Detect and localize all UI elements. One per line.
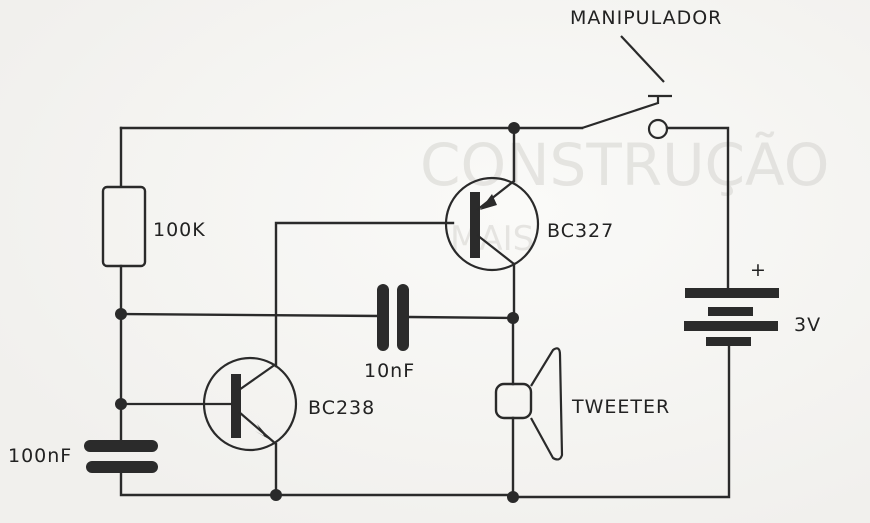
- junction-dot: [270, 489, 282, 501]
- tweeter-speaker[interactable]: [494, 316, 564, 497]
- junction-dot: [508, 122, 520, 134]
- background-bleed-text: CONSTRUÇÃO MAIS: [420, 130, 829, 259]
- capacitor-10nf-label: 10nF: [364, 360, 415, 382]
- pnp-arrow-icon: [480, 194, 497, 210]
- feedback-wire: [274, 221, 455, 368]
- wire-to-c2: [119, 312, 382, 318]
- resistor-100k[interactable]: [101, 185, 147, 316]
- capacitor-100nf-label: 100nF: [8, 445, 72, 467]
- battery-polarity: +: [750, 259, 767, 281]
- transistor-bc327-label: BC327: [547, 220, 614, 242]
- transistor-bc238[interactable]: [121, 356, 298, 497]
- switch-pointer-line: [620, 35, 665, 83]
- capacitor-100nf[interactable]: [84, 440, 517, 497]
- svg-text:MAIS: MAIS: [450, 219, 534, 259]
- transistor-bc327[interactable]: [444, 126, 540, 320]
- junction-dot: [507, 491, 519, 503]
- wire-from-c2: [408, 315, 517, 320]
- tweeter-label: TWEETER: [571, 396, 670, 418]
- npn-arrow-icon: [255, 424, 272, 441]
- svg-text:CONSTRUÇÃO: CONSTRUÇÃO: [420, 130, 829, 199]
- battery-3v[interactable]: [513, 288, 779, 499]
- top-rail-wire: [119, 126, 584, 187]
- resistor-label: 100K: [153, 219, 206, 241]
- battery-label: 3V: [794, 314, 821, 336]
- transistor-bc238-label: BC238: [308, 397, 375, 419]
- switch-label: MANIPULADOR: [570, 7, 722, 29]
- push-button-switch[interactable]: [581, 35, 730, 292]
- capacitor-10nf[interactable]: [377, 284, 409, 351]
